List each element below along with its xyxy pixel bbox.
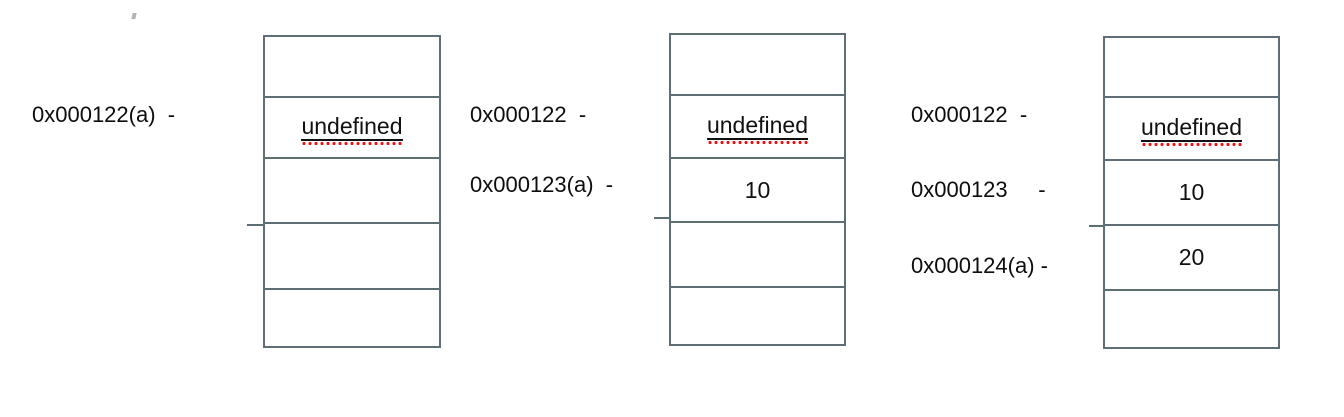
stray-ink-mark: [131, 13, 137, 19]
memory-cell: [265, 159, 439, 224]
address-label-0x000122a: 0x000122(a) -: [32, 102, 176, 127]
memory-cell-value: 10: [1178, 179, 1205, 205]
address-label-0x000122: 0x000122 -: [470, 102, 587, 127]
memory-cell: undefined: [671, 96, 844, 159]
memory-cell: [671, 35, 844, 96]
memory-cell-value: 10: [744, 176, 771, 203]
memory-cell-value: undefined: [706, 111, 809, 144]
memory-cell: undefined: [265, 98, 439, 159]
leader-line-panel-2: [654, 217, 671, 219]
memory-column-3: undefined 10 20: [1103, 36, 1280, 349]
memory-cell-value: undefined: [1140, 113, 1243, 146]
memory-cell: [671, 223, 844, 288]
memory-cell: undefined: [1105, 98, 1278, 161]
memory-cell: [265, 224, 439, 290]
address-label-0x000123a: 0x000123(a) -: [470, 172, 614, 197]
memory-cell: 10: [671, 159, 844, 223]
memory-column-2: undefined 10: [669, 33, 846, 346]
memory-cell-value: 20: [1178, 244, 1205, 270]
address-label-0x000124a: 0x000124(a) -: [911, 253, 1048, 278]
leader-line-panel-1: [247, 224, 265, 226]
memory-cell: 10: [1105, 161, 1278, 226]
memory-cell: [671, 288, 844, 344]
memory-cell-value: undefined: [301, 112, 403, 145]
address-label-0x000122: 0x000122 -: [911, 102, 1028, 127]
address-label-0x000123: 0x000123 -: [911, 177, 1046, 202]
memory-cell: [265, 290, 439, 346]
memory-column-1: undefined: [263, 35, 441, 348]
memory-cell: [1105, 38, 1278, 98]
leader-line-panel-3: [1089, 225, 1105, 227]
memory-cell: 20: [1105, 226, 1278, 291]
memory-cell: [265, 37, 439, 98]
memory-cell: [1105, 291, 1278, 347]
